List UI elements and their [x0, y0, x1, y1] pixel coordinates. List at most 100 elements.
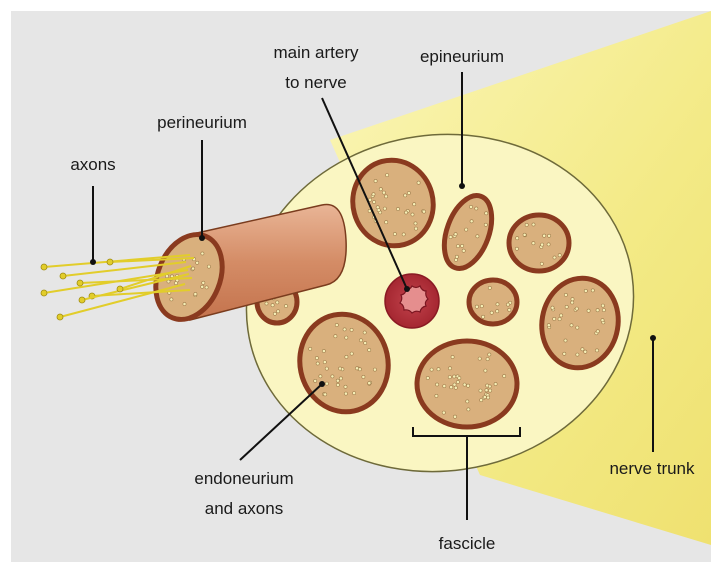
fascicle [469, 280, 517, 324]
axon-dot [454, 386, 457, 389]
label-endoneurium-line1: endoneurium [194, 469, 293, 488]
axon-dot [595, 349, 598, 352]
axon-dot [482, 315, 485, 318]
axon-dot [322, 349, 325, 352]
axon-dot [454, 233, 457, 236]
axon-dot [508, 308, 511, 311]
axon-dot [470, 220, 473, 223]
axon-dot [339, 367, 342, 370]
axon-dot [449, 236, 452, 239]
axon-dot [336, 383, 339, 386]
axon-dot [601, 319, 604, 322]
axon-dot [368, 348, 371, 351]
axon-dot [547, 324, 550, 327]
axon-dot [402, 233, 405, 236]
axon-terminal [60, 273, 66, 279]
label-endoneurium-line2: and axons [205, 499, 283, 518]
axon-dot [553, 256, 556, 259]
axon-dot [355, 367, 358, 370]
axon-dot [547, 243, 550, 246]
axon-dot [485, 212, 488, 215]
axon-dot [541, 243, 544, 246]
axon-dot [314, 379, 317, 382]
axon-dot [414, 227, 417, 230]
axon-dot [461, 244, 464, 247]
axon-dot [548, 234, 551, 237]
axon-dot [385, 221, 388, 224]
axon-dot [437, 368, 440, 371]
axon-dot [174, 282, 177, 285]
axon-dot [183, 302, 186, 305]
axon-dot [458, 377, 461, 380]
axon-dot [581, 348, 584, 351]
axon-dot [413, 203, 416, 206]
axon-dot [469, 205, 472, 208]
main-artery [385, 274, 439, 328]
axon-dot [540, 262, 543, 265]
axon-dot [315, 356, 318, 359]
axon-dot [309, 347, 312, 350]
axon-dot [359, 339, 362, 342]
axon-dot [467, 384, 470, 387]
axon-dot [596, 309, 599, 312]
axon-dot [584, 350, 587, 353]
axon-dot [373, 368, 376, 371]
axon-dot [374, 179, 377, 182]
axon-dot [372, 193, 375, 196]
axon-dot [571, 301, 574, 304]
axon-dot [335, 323, 338, 326]
label-epineurium: epineurium [420, 47, 504, 66]
axon-dot [484, 223, 487, 226]
axon-dot [167, 280, 170, 283]
axon-dot [596, 330, 599, 333]
axon-dot [407, 191, 410, 194]
axon-dot [496, 303, 499, 306]
axon-dot [430, 368, 433, 371]
axon-dot [456, 245, 459, 248]
axon-dot [323, 361, 326, 364]
axon-dot [564, 339, 567, 342]
axon-dot [456, 380, 459, 383]
axon-dot [453, 415, 456, 418]
axon-dot [284, 304, 287, 307]
axon-dot [382, 191, 385, 194]
axon-dot [422, 210, 425, 213]
label-fascicle: fascicle [439, 534, 496, 553]
axon-dot [489, 389, 492, 392]
axon-dot [324, 393, 327, 396]
axon-dot [344, 385, 347, 388]
axon-dot [496, 310, 499, 313]
fascicle [417, 341, 517, 427]
axon-dot [486, 384, 489, 387]
axon-dot [396, 207, 399, 210]
axon-terminal [117, 286, 123, 292]
axon-dot [475, 305, 478, 308]
axon-dot [532, 223, 535, 226]
axon-dot [411, 213, 414, 216]
axon-dot [558, 254, 561, 257]
fascicle [509, 215, 569, 271]
axon-dot [503, 374, 506, 377]
axon-dot [192, 267, 195, 270]
axon-dot [435, 394, 438, 397]
axon-dot [277, 310, 280, 313]
axon-dot [202, 281, 205, 284]
axon-dot [515, 247, 518, 250]
axon-dot [336, 379, 339, 382]
axon-dot [350, 328, 353, 331]
axon-dot [576, 326, 579, 329]
label-perineurium: perineurium [157, 113, 247, 132]
axon-dot [373, 200, 376, 203]
axon-dot [194, 292, 197, 295]
axon-dot [564, 293, 567, 296]
axon-dot [170, 298, 173, 301]
axon-dot [369, 198, 372, 201]
axon-dot [483, 396, 486, 399]
axon-dot [345, 336, 348, 339]
axon-dot [465, 228, 468, 231]
axon-dot [350, 352, 353, 355]
axon-dot [364, 341, 367, 344]
axon-dot [463, 383, 466, 386]
axon-dot [325, 367, 328, 370]
